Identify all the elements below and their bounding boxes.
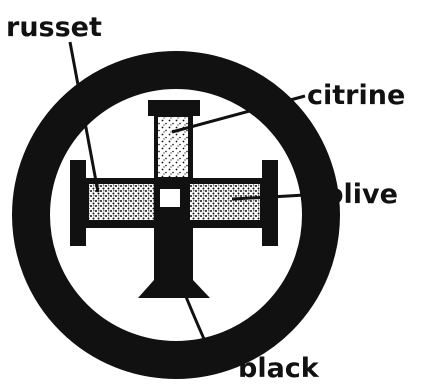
olive-field	[190, 184, 260, 220]
label-citrine: citrine	[307, 80, 405, 111]
citrine-field	[158, 117, 188, 177]
label-olive: olive	[325, 179, 398, 210]
label-russet: russet	[6, 12, 102, 43]
center-square	[160, 189, 180, 207]
black-field	[160, 225, 186, 281]
label-black: black	[238, 353, 320, 384]
